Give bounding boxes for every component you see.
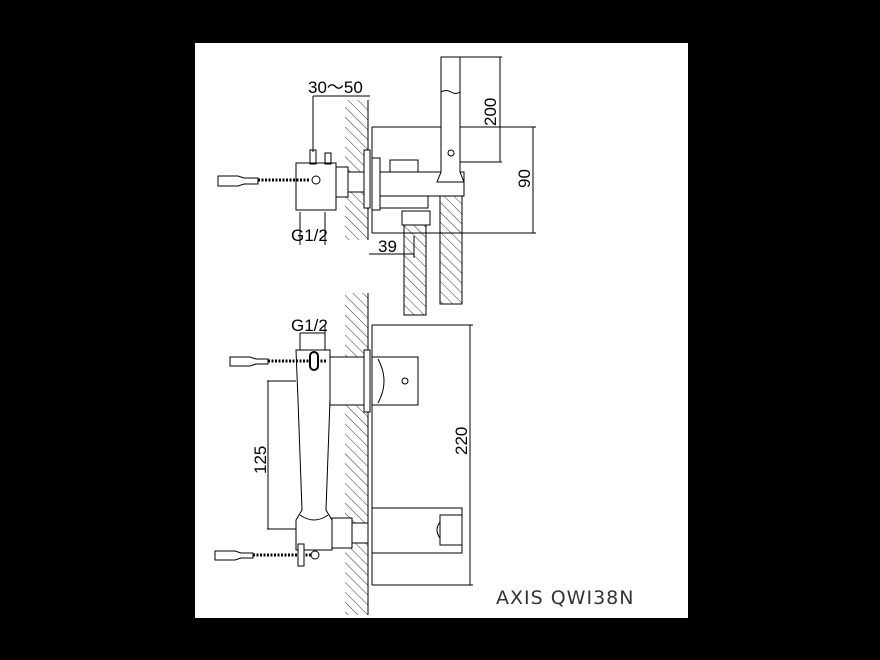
dim-projection: 39 [378, 237, 397, 256]
wall-hatch-top [345, 100, 368, 240]
anchor-screw-icon [214, 543, 320, 567]
dim-plate-height: 220 [452, 427, 471, 455]
dim-connection-front: G1/2 [291, 316, 328, 335]
dim-hose-holder-height: 200 [481, 98, 500, 126]
wall-hatch-bottom [345, 293, 368, 615]
dim-body-height: 90 [515, 169, 534, 188]
dim-center-distance: 125 [251, 446, 270, 474]
model-title: AXIS QWI38N [496, 587, 634, 609]
side-view [217, 56, 536, 316]
handle-indicator-icon [401, 377, 409, 385]
anchor-screw-icon [217, 175, 321, 187]
anchor-screw-icon [229, 351, 326, 371]
dim-connection-side: G1/2 [291, 226, 328, 245]
dim-wall-depth: 30～50 [308, 78, 363, 97]
front-view [214, 293, 473, 615]
